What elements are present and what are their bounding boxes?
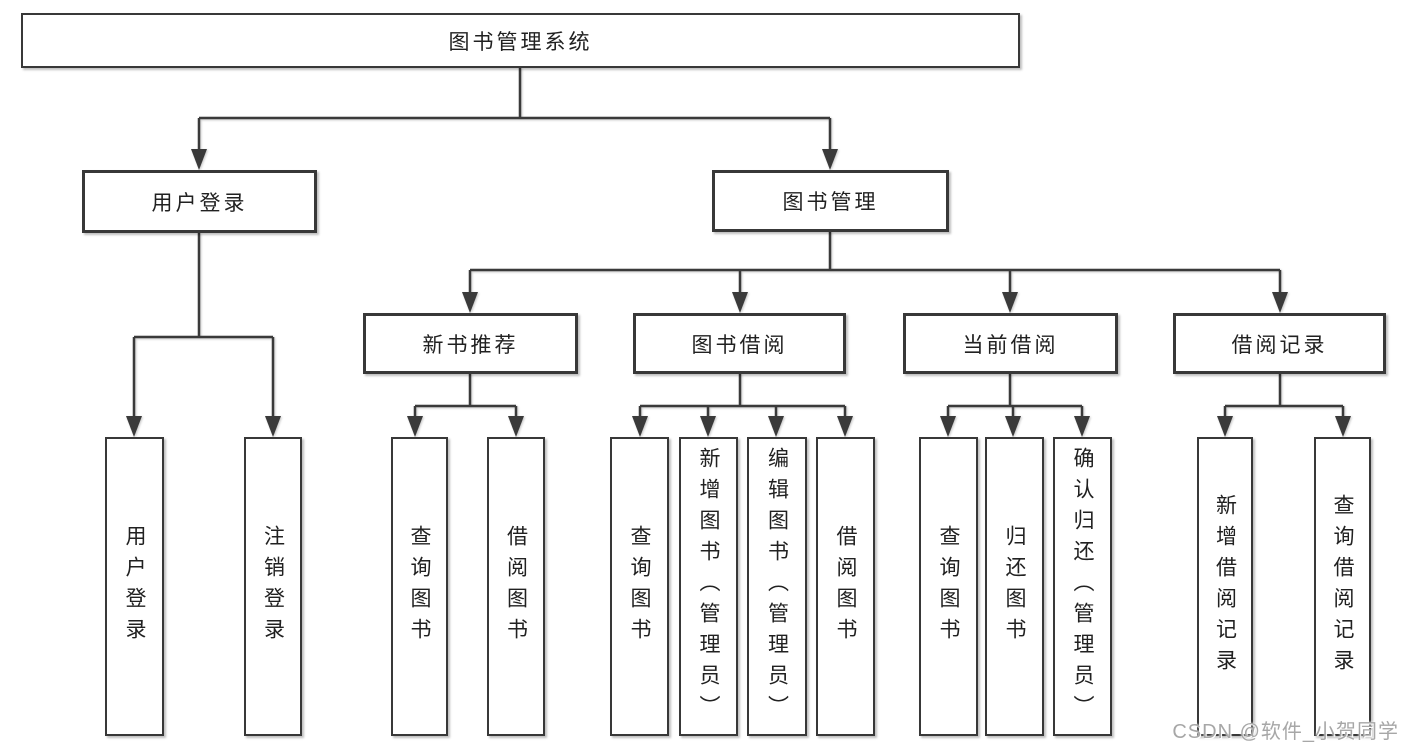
arrowhead	[732, 292, 748, 313]
node-borrow-record: 借阅记录	[1173, 313, 1386, 374]
node-current-borrow-label: 当前借阅	[962, 333, 1059, 357]
node-user-login-label: 用户登录	[151, 191, 248, 215]
leaf-return-books-label: 归还图书	[1003, 524, 1026, 649]
leaf-query-borrow-record-label: 查询借阅记录	[1331, 493, 1354, 680]
leaf-add-borrow-record-label: 新增借阅记录	[1213, 493, 1237, 680]
leaf-add-books-admin: 新增图书（管理员）	[679, 437, 738, 736]
connector-user-login-children	[126, 233, 281, 437]
leaf-query-books-1: 查询图书	[391, 437, 448, 736]
arrowhead	[1002, 292, 1018, 313]
node-new-book-recommend: 新书推荐	[363, 313, 578, 374]
arrowhead	[126, 416, 142, 437]
connector-root-to-level2	[191, 68, 838, 170]
arrowhead	[940, 416, 956, 437]
watermark: CSDN @软件_小贺同学	[1172, 721, 1399, 743]
arrowhead	[1217, 416, 1233, 437]
arrowhead	[407, 416, 423, 437]
connector-book-management-children	[462, 232, 1288, 313]
node-current-borrow: 当前借阅	[903, 313, 1118, 374]
leaf-query-books-2-label: 查询图书	[628, 524, 651, 649]
leaf-borrow-books-2-label: 借阅图书	[834, 524, 857, 649]
arrowhead	[1074, 416, 1090, 437]
arrowhead	[508, 416, 524, 437]
node-user-login: 用户登录	[82, 170, 317, 233]
arrowhead	[768, 416, 784, 437]
arrowhead	[265, 416, 281, 437]
node-new-book-recommend-label: 新书推荐	[422, 333, 519, 357]
leaf-query-books-3: 查询图书	[919, 437, 978, 736]
node-library-system-label: 图书管理系统	[448, 30, 593, 54]
leaf-confirm-return-admin-label: 确认归还（管理员）	[1071, 447, 1094, 726]
arrowhead	[837, 416, 853, 437]
connector-book-borrow-children	[632, 374, 853, 437]
leaf-confirm-return-admin: 确认归还（管理员）	[1053, 437, 1112, 736]
connector-current-borrow-children	[940, 374, 1090, 437]
leaf-edit-books-admin-label: 编辑图书（管理员）	[765, 447, 789, 726]
leaf-add-borrow-record: 新增借阅记录	[1197, 437, 1253, 736]
node-book-borrow-label: 图书借阅	[691, 333, 788, 357]
arrowhead	[191, 149, 207, 170]
leaf-query-borrow-record: 查询借阅记录	[1314, 437, 1371, 736]
node-book-borrow: 图书借阅	[633, 313, 846, 374]
node-library-system: 图书管理系统	[21, 13, 1020, 68]
leaf-logout-label: 注销登录	[261, 524, 285, 649]
connector-new-book-recommend-children	[407, 374, 524, 437]
leaf-return-books: 归还图书	[985, 437, 1044, 736]
arrowhead	[462, 292, 478, 313]
leaf-borrow-books-2: 借阅图书	[816, 437, 875, 736]
leaf-edit-books-admin: 编辑图书（管理员）	[747, 437, 807, 736]
leaf-query-books-1-label: 查询图书	[408, 524, 431, 649]
arrowhead	[1272, 292, 1288, 313]
leaf-user-login-label: 用户登录	[123, 524, 146, 649]
node-book-management: 图书管理	[712, 170, 949, 232]
leaf-logout: 注销登录	[244, 437, 302, 736]
node-borrow-record-label: 借阅记录	[1231, 333, 1328, 357]
leaf-query-books-3-label: 查询图书	[937, 524, 960, 649]
arrowhead	[1335, 416, 1351, 437]
leaf-borrow-books-1-label: 借阅图书	[504, 524, 528, 649]
connector-borrow-record-children	[1217, 374, 1351, 437]
node-book-management-label: 图书管理	[782, 191, 879, 214]
leaf-add-books-admin-label: 新增图书（管理员）	[697, 447, 720, 726]
leaf-borrow-books-1: 借阅图书	[487, 437, 545, 736]
arrowhead	[822, 149, 838, 170]
leaf-user-login: 用户登录	[105, 437, 164, 736]
leaf-query-books-2: 查询图书	[610, 437, 669, 736]
arrowhead	[1005, 416, 1021, 437]
arrowhead	[700, 416, 716, 437]
arrowhead	[632, 416, 648, 437]
